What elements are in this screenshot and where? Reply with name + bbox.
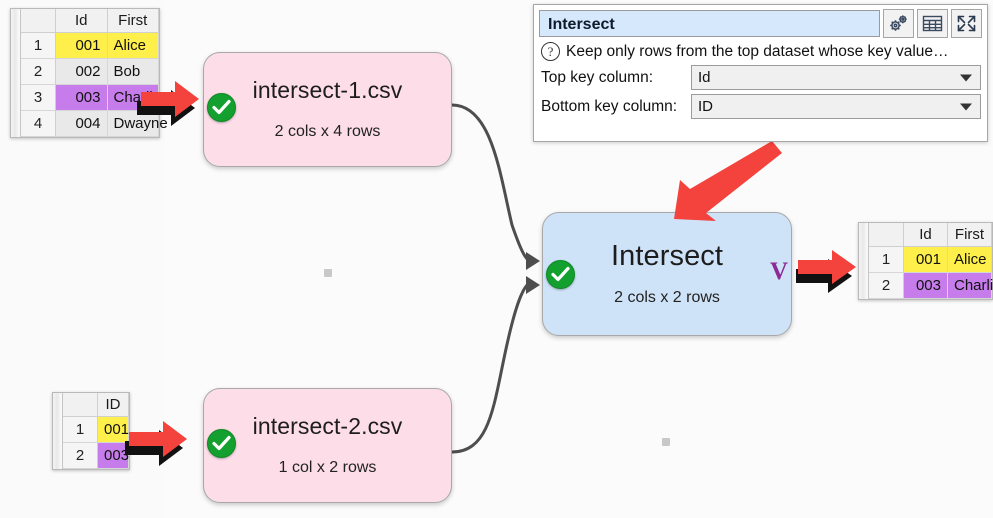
table-cell[interactable]: 002 — [55, 58, 108, 85]
top-key-column-value: Id — [698, 69, 711, 86]
panel-hint-text: Keep only rows from the top dataset whos… — [566, 42, 949, 60]
table-cell[interactable]: 001 — [97, 416, 129, 443]
table-cell[interactable]: Alice — [107, 32, 159, 59]
table-cell[interactable]: 003 — [903, 272, 948, 299]
row-number: 2 — [21, 58, 56, 85]
intersect-properties-panel[interactable]: Intersect — [533, 4, 988, 142]
table-header-row: ID — [63, 393, 129, 417]
table-scrollbar[interactable] — [11, 9, 21, 137]
chevron-down-icon — [960, 74, 972, 81]
table-cell[interactable]: Alice — [947, 246, 992, 273]
node-subtitle: 2 cols x 2 rows — [614, 288, 720, 306]
row-number-column-header[interactable] — [869, 223, 904, 247]
column-header[interactable]: First — [947, 223, 992, 247]
annotation-arrow-to-intersect-node — [674, 141, 782, 221]
row-number: 4 — [21, 110, 56, 137]
node-title: intersect-1.csv — [252, 76, 403, 103]
node-intersect-2-csv[interactable]: intersect-2.csv 1 col x 2 rows — [203, 388, 452, 503]
table-cell[interactable]: 001 — [55, 32, 108, 59]
table-cell[interactable]: 003 — [97, 442, 129, 469]
bottom-key-column-select[interactable]: ID — [691, 94, 981, 119]
canvas-grid-dot — [662, 438, 670, 446]
annotation-arrow-to-result — [796, 250, 856, 293]
node-intersect-1-csv[interactable]: intersect-1.csv 2 cols x 4 rows — [203, 52, 452, 167]
annotation-arrow-to-csv1 — [137, 81, 199, 126]
node-title: Intersect — [610, 240, 724, 273]
table-cell[interactable]: 004 — [55, 110, 108, 137]
bottom-key-column-value: ID — [698, 98, 713, 115]
row-number: 1 — [21, 32, 56, 59]
status-ok-icon — [207, 429, 236, 458]
top-key-column-label: Top key column: — [541, 68, 653, 86]
table-cell[interactable]: Dwayne — [107, 110, 168, 137]
node-subtitle: 2 cols x 4 rows — [274, 123, 381, 141]
column-header[interactable]: ID — [97, 393, 129, 417]
status-ok-icon — [546, 260, 575, 289]
row-number: 1 — [63, 416, 98, 443]
node-subtitle: 1 col x 2 rows — [278, 459, 377, 477]
annotation-arrow-to-csv2 — [125, 421, 187, 466]
question-mark-icon[interactable]: ? — [541, 42, 560, 61]
table-cell[interactable]: Charlie — [947, 272, 993, 299]
column-header[interactable]: First — [107, 9, 159, 33]
table-scrollbar[interactable] — [859, 223, 869, 299]
settings-gears-icon[interactable] — [883, 9, 914, 38]
table-cell[interactable]: 001 — [903, 246, 948, 273]
expand-fullscreen-icon[interactable] — [951, 9, 982, 38]
column-header[interactable]: Id — [903, 223, 948, 247]
row-number: 1 — [869, 246, 904, 273]
row-number-column-header[interactable] — [63, 393, 98, 417]
table-row[interactable]: 2003Charlie — [869, 272, 993, 299]
canvas-grid-dot — [324, 269, 332, 277]
panel-title-row: Intersect — [534, 5, 987, 40]
panel-hint-row: ? Keep only rows from the top dataset wh… — [534, 40, 987, 62]
intersect-top-input-port[interactable] — [526, 252, 540, 270]
row-number: 2 — [869, 272, 904, 299]
intersect-output-badge[interactable]: V — [770, 258, 789, 285]
top-key-column-row: Top key column: Id — [534, 62, 987, 91]
intersect-bottom-input-port[interactable] — [526, 276, 540, 294]
row-number: 3 — [21, 84, 56, 111]
bottom-key-column-row: Bottom key column: ID — [534, 91, 987, 120]
top-key-column-select[interactable]: Id — [691, 65, 981, 90]
column-header[interactable]: Id — [55, 9, 108, 33]
item-name-input[interactable]: Intersect — [539, 10, 880, 37]
row-number: 2 — [63, 442, 98, 469]
node-intersect[interactable]: Intersect 2 cols x 2 rows — [542, 212, 792, 336]
chevron-down-icon — [960, 103, 972, 110]
table-body: 1001Alice2003Charlie — [869, 246, 993, 299]
table-view-icon[interactable] — [917, 9, 948, 38]
table-scrollbar[interactable] — [53, 393, 63, 469]
table-cell[interactable]: Bob — [107, 58, 159, 85]
node-title: intersect-2.csv — [252, 412, 403, 439]
row-number-column-header[interactable] — [21, 9, 56, 33]
bottom-key-column-label: Bottom key column: — [541, 97, 678, 115]
table-cell[interactable]: 003 — [55, 84, 108, 111]
status-ok-icon — [207, 93, 236, 122]
